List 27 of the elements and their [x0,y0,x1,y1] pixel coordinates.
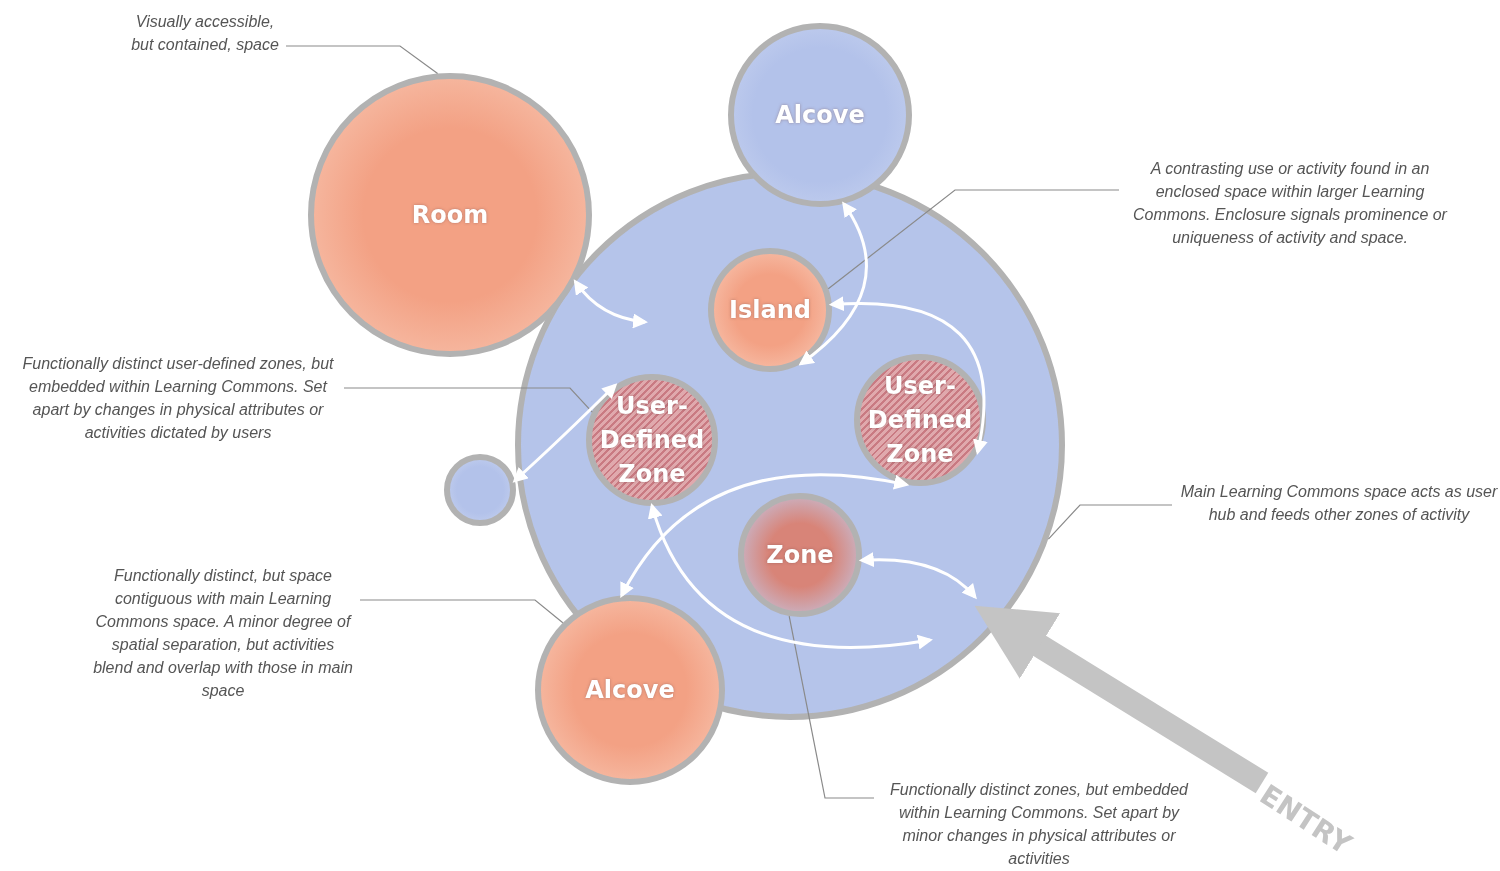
double-arrow [858,552,978,600]
annotation-text: Functionally distinct user-defined zones, but embedded within Learning Commons. Set apart by changes in physical attributes or activities dictated by users [18,352,338,444]
double-arrow [648,503,933,650]
double-arrow [573,279,648,328]
annotation-text: Main Learning Commons space acts as user hub and feeds other zones of activity [1178,480,1500,526]
double-arrow [620,473,910,598]
bubble-label: User-Defined Zone [867,371,973,470]
annotation-text: A contrasting use or activity found in an enclosed space within larger Learning Commons. Enclosure signals prominence or uniqueness of activity and space. [1125,157,1455,249]
annotation-text: Functionally distinct zones, but embedded within Learning Commons. Set apart by minor changes in physical attributes or activities [880,778,1198,870]
bubble-label: Room [411,200,489,231]
double-arrow [512,383,618,483]
leader-line [285,45,439,75]
bubble-label: Alcove [775,100,865,131]
bubble-label: User-Defined Zone [599,391,705,490]
annotation-text: Functionally distinct, but space contiguous with main Learning Commons space. A minor degree of spatial separation, but activities blend and overlap with those in main space [92,564,354,702]
leader-line [359,599,564,624]
annotation-text: Visually accessible, but contained, space [130,10,280,56]
bubble-label: Zone [766,540,834,571]
double-arrow [828,296,988,455]
leader-line [343,387,593,413]
leader-line [827,189,1120,290]
entry-arrow [974,605,1269,794]
leader-line [788,615,875,799]
bubble-label: Alcove [585,675,675,706]
double-arrow [798,201,868,366]
bubble-label: Island [729,295,811,326]
leader-line [1047,504,1173,540]
